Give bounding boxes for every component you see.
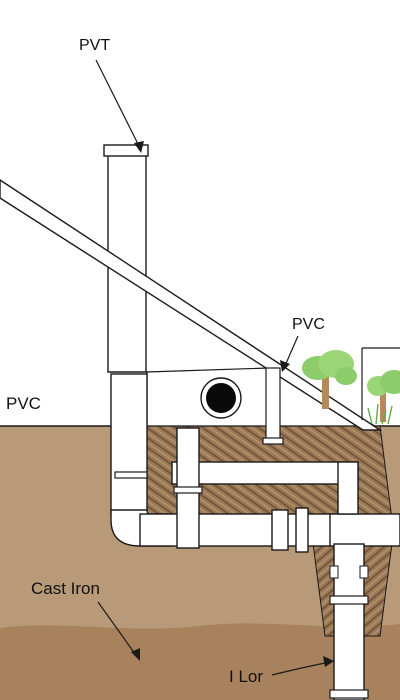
pipe-coupling (271, 509, 289, 551)
sewer-coupling (329, 595, 369, 605)
riser-coupling (173, 486, 203, 494)
label-pvc-roof: PVC (292, 316, 325, 333)
branch-drop (337, 461, 359, 515)
pvt-leader-arrow (95, 59, 144, 153)
branch-pipe (171, 461, 359, 485)
pipe-coupling-2 (295, 507, 309, 553)
grass-icon (367, 403, 393, 425)
small-fitting (329, 565, 339, 579)
tree-icon (302, 350, 357, 409)
tree-icon (367, 370, 400, 422)
roof-vent-coupling (262, 437, 284, 445)
label-cast-iron: Cast Iron (31, 579, 100, 598)
sewer-coupling-2 (329, 689, 369, 699)
main-drain-pipe-outlet (329, 513, 400, 547)
soil-lower (0, 623, 400, 700)
label-pvt: PVT (79, 37, 111, 54)
i-lor-leader-arrow (271, 656, 334, 676)
cleanout-opening (206, 383, 236, 413)
cast-iron-leader-arrow (97, 601, 140, 661)
stack-coupling (114, 471, 148, 479)
small-fitting-2 (359, 565, 369, 579)
sewer-drop-pipe (333, 543, 365, 700)
label-i-lor: I Lor (229, 667, 264, 686)
main-drain-pipe (139, 513, 341, 547)
label-pvc-ground: PVC (6, 394, 41, 413)
vent-stack-lower (110, 373, 148, 515)
roof-vent-pipe (265, 367, 281, 443)
pvc-leader-arrow (280, 335, 299, 372)
vent-cap (103, 144, 149, 157)
